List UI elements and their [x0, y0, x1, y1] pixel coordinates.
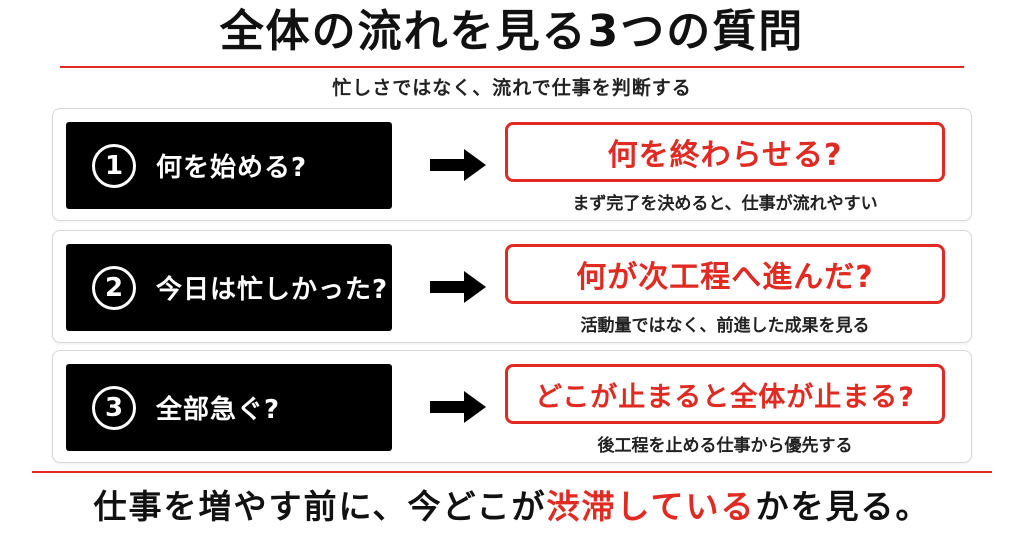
question-explanation: まず完了を決めると、仕事が流れやすい	[572, 194, 878, 214]
current-question-text: 全部急ぐ?	[156, 395, 281, 425]
question-explanation: 活動量ではなく、前進した成果を見る	[580, 316, 870, 336]
page-subtitle: 忙しさではなく、流れで仕事を判断する	[332, 77, 692, 99]
question-row-3: 3 全部急ぐ? どこが止まると全体が止まる? 後工程を止める仕事から優先する	[52, 350, 972, 463]
footer-divider	[32, 471, 992, 473]
footer-text-before: 仕事を増やす前に、今どこが	[93, 487, 547, 526]
current-question-box: 2 今日は忙しかった?	[66, 244, 392, 331]
question-row-2: 2 今日は忙しかった? 何が次工程へ進んだ? 活動量ではなく、前進した成果を見る	[52, 230, 972, 343]
better-question-box: どこが止まると全体が止まる?	[505, 364, 945, 424]
footer-text-after: かを見る。	[755, 487, 931, 526]
current-question-box: 1 何を始める?	[66, 122, 392, 209]
question-number-badge: 3	[92, 385, 136, 430]
question-explanation: 後工程を止める仕事から優先する	[597, 436, 853, 456]
question-row-1: 1 何を始める? 何を終わらせる? まず完了を決めると、仕事が流れやすい	[52, 108, 972, 221]
question-number-badge: 1	[92, 143, 136, 188]
right-arrow-icon	[430, 149, 486, 181]
better-question-box: 何を終わらせる?	[505, 122, 945, 182]
title-divider	[60, 66, 964, 68]
better-question-box: 何が次工程へ進んだ?	[505, 244, 945, 304]
footer-message: 仕事を増やす前に、今どこが渋滞しているかを見る。	[0, 482, 1024, 532]
page-title: 全体の流れを見る3つの質問	[219, 6, 805, 57]
current-question-box: 3 全部急ぐ?	[66, 364, 392, 451]
footer-highlight: 渋滞している	[546, 487, 756, 526]
right-arrow-icon	[430, 271, 486, 303]
question-number-badge: 2	[92, 265, 136, 310]
current-question-text: 今日は忙しかった?	[156, 275, 389, 305]
current-question-text: 何を始める?	[156, 153, 308, 183]
right-arrow-icon	[430, 391, 486, 423]
